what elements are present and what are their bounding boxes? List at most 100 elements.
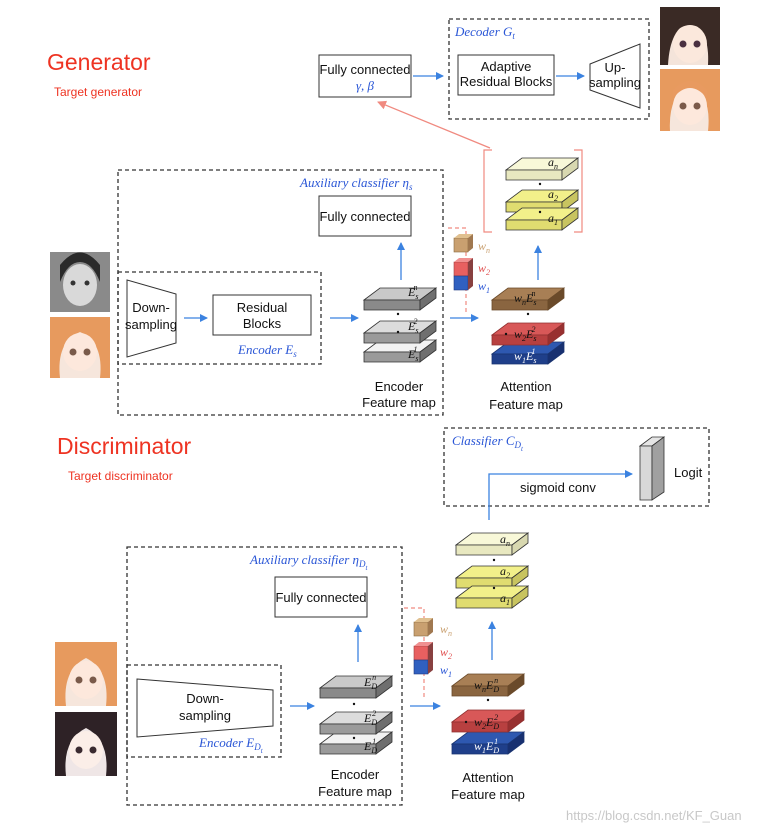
upsampling-line2: sampling (589, 75, 641, 90)
gen-fc-box (318, 195, 412, 237)
gen-encoder-box (117, 271, 322, 365)
svg-text:ED1: ED1 (363, 737, 377, 755)
disc-weight-cube-red (413, 642, 433, 675)
svg-text:EDn: EDn (363, 673, 377, 691)
disc-downsampling-trapezoid (136, 678, 274, 738)
disc-input-image-dark (55, 712, 117, 776)
gen-downsampling-trapezoid (126, 279, 177, 358)
disc-weight-2: w (440, 645, 448, 659)
svg-text:a2: a2 (500, 564, 510, 580)
gen-encmap-line2: Feature map (362, 395, 436, 410)
svg-text:w1ED1: w1ED1 (474, 737, 499, 755)
fc-gamma-beta-box: Fully connected γ, β (318, 54, 412, 98)
svg-text:w1: w1 (440, 663, 452, 679)
disc-encoder-label: Encoder E (198, 735, 254, 750)
svg-text:Auxiliary classifier ηs: Auxiliary classifier ηs (299, 175, 413, 192)
svg-text:an: an (500, 532, 510, 548)
adaptive-line2: Residual Blocks (460, 74, 553, 89)
gen-encoder-sub: s (293, 349, 297, 359)
generator-title: Generator (47, 49, 151, 75)
output-image-top (660, 7, 720, 65)
disc-a-maps: an a2 a1 (454, 532, 530, 609)
disc-encmap-line1: Encoder (331, 767, 380, 782)
arrow-amaps-to-logit (488, 470, 633, 520)
watermark: https://blog.csdn.net/KF_Guan (566, 808, 742, 823)
logit-block (638, 436, 666, 501)
classifier-box (443, 427, 710, 507)
arrow-amaps-to-fc-gamma (377, 100, 491, 149)
gen-aux-sub: s (409, 182, 413, 192)
classifier-label: Classifier C (452, 433, 515, 448)
gen-a-maps: an a2 a1 (483, 149, 583, 233)
gen-encoder-label: Encoder E (237, 342, 293, 357)
disc-encmap-line2: Feature map (318, 784, 392, 799)
gen-residual-line1: Residual (237, 300, 288, 315)
gen-encoder-feature-map: Esn Es2 Es1 (362, 283, 438, 363)
sigmoid-label: sigmoid conv (520, 480, 596, 495)
disc-down-line2: sampling (179, 708, 231, 723)
svg-text:ED2: ED2 (363, 709, 377, 727)
disc-encoder-box (126, 664, 282, 758)
gen-weight-1: w (478, 279, 486, 293)
svg-text:Esn: Esn (407, 283, 418, 301)
disc-input-image-orange (55, 642, 117, 706)
svg-text:Classifier CDt: Classifier CDt (452, 433, 524, 453)
adaptive-residual-box (457, 54, 555, 96)
svg-text:Es1: Es1 (407, 345, 418, 363)
gen-weight-cube-n (453, 234, 473, 253)
gen-down-line1: Down- (132, 300, 170, 315)
gen-residual-box (212, 294, 312, 336)
disc-attmap-line2: Feature map (451, 787, 525, 802)
disc-encoder-feature-map: EDn ED2 ED1 (318, 673, 394, 755)
svg-text:w2: w2 (478, 261, 490, 277)
svg-text:Encoder Es: Encoder Es (237, 342, 297, 359)
gen-weight-n: w (478, 239, 486, 253)
logit-label: Logit (674, 465, 703, 480)
adaptive-line1: Adaptive (481, 59, 532, 74)
gen-encmap-line1: Encoder (375, 379, 424, 394)
svg-text:wnEDn: wnEDn (474, 676, 499, 694)
svg-text:Auxiliary classifier ηDt: Auxiliary classifier ηDt (249, 552, 369, 572)
gen-attmap-line2: Feature map (489, 397, 563, 412)
gen-input-image-gray (50, 252, 110, 312)
gen-residual-line2: Blocks (243, 316, 282, 331)
fc-gamma-params: γ, β (356, 78, 375, 93)
gen-aux-label: Auxiliary classifier η (299, 175, 409, 190)
svg-text:w2ED2: w2ED2 (474, 713, 499, 731)
svg-text:a1: a1 (548, 211, 558, 227)
disc-weight-cube-n (413, 618, 433, 637)
svg-text:w1: w1 (478, 279, 490, 295)
discriminator-title: Discriminator (57, 433, 192, 459)
disc-weight-1: w (440, 663, 448, 677)
decoder-label: Decoder G (454, 24, 513, 39)
gen-attention-feature-map: wnEsn w2Es2 w1Es1 (490, 287, 566, 365)
fc-gamma-label: Fully connected (319, 62, 410, 77)
svg-text:w2: w2 (440, 645, 452, 661)
gen-input-image-anime (50, 317, 110, 378)
discriminator-subtitle: Target discriminator (68, 469, 173, 483)
svg-text:a2: a2 (548, 187, 558, 203)
gen-weight-cube-red (453, 258, 473, 291)
svg-text:wnEsn: wnEsn (514, 289, 536, 307)
disc-aux-label: Auxiliary classifier η (249, 552, 359, 567)
disc-fc-label: Fully connected (275, 590, 366, 605)
disc-down-line1: Down- (186, 691, 224, 706)
svg-text:wn: wn (440, 622, 452, 638)
disc-fc-box (274, 576, 368, 618)
svg-text:w2Es2: w2Es2 (514, 325, 536, 343)
svg-text:wn: wn (478, 239, 490, 255)
gen-down-line2: sampling (125, 317, 177, 332)
svg-text:an: an (548, 155, 558, 171)
gen-fc-label: Fully connected (319, 209, 410, 224)
upsampling-trapezoid (589, 43, 641, 109)
decoder-sub: t (512, 31, 515, 41)
output-image-bottom (660, 69, 720, 131)
svg-text:a1: a1 (500, 591, 510, 607)
svg-text:Encoder EDt: Encoder EDt (198, 735, 264, 755)
generator-subtitle: Target generator (54, 85, 142, 99)
svg-text:w1Es1: w1Es1 (514, 347, 536, 365)
disc-attmap-line1: Attention (462, 770, 513, 785)
disc-attention-feature-map: wnEDn w2ED2 w1ED1 (450, 673, 526, 755)
svg-text:Es2: Es2 (407, 317, 418, 335)
